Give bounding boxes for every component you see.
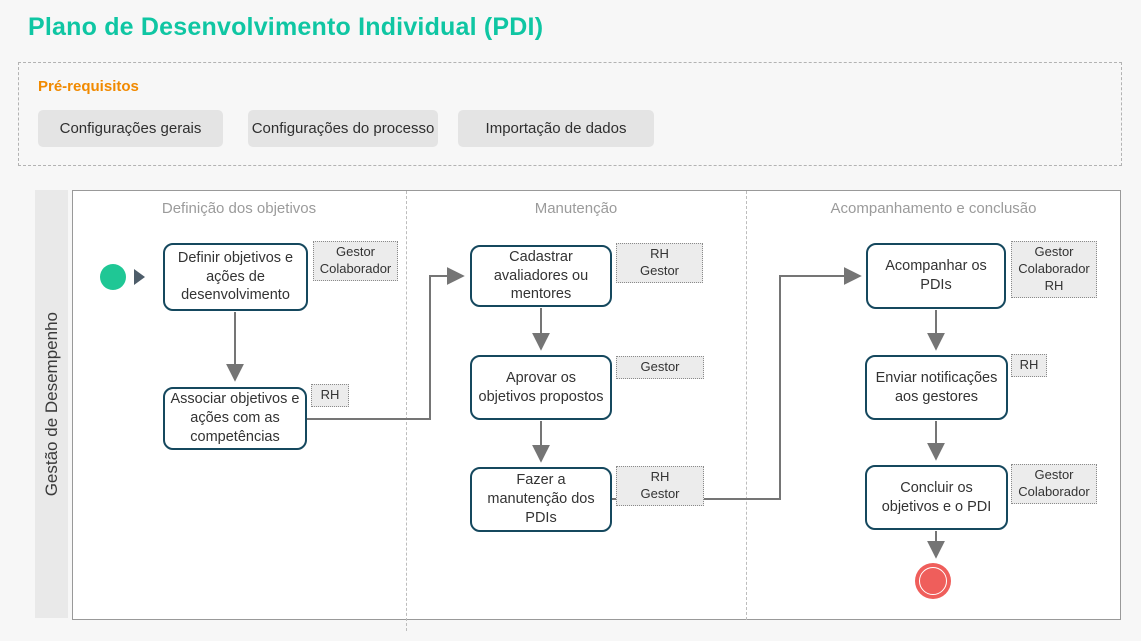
role-tag-manutencao: RH Gestor [616,466,704,506]
task-enviar-notificacoes[interactable]: Enviar notificações aos gestores [865,355,1008,420]
column-separator-1 [406,191,407,631]
column-header-acompanhamento: Acompanhamento e conclusão [830,200,1037,217]
lane-label: Gestão de Desempenho [41,311,61,497]
task-cadastrar-avaliadores[interactable]: Cadastrar avaliadores ou mentores [470,245,612,307]
end-node-ring [919,567,947,595]
prerequisites-panel [18,62,1122,166]
start-pointer-icon [134,269,145,285]
role-tag-aprovar: Gestor [616,356,704,379]
column-header-definicao: Definição dos objetivos [161,200,317,217]
prerequisites-label: Pré-requisitos [38,78,139,95]
task-concluir-objetivos[interactable]: Concluir os objetivos e o PDI [865,465,1008,530]
task-fazer-manutencao[interactable]: Fazer a manutenção dos PDIs [470,467,612,532]
task-definir-objetivos[interactable]: Definir objetivos e ações de desenvolvim… [163,243,308,311]
role-tag-associar: RH [311,384,349,407]
page-title: Plano de Desenvolvimento Individual (PDI… [28,13,544,41]
role-tag-cadastrar: RH Gestor [616,243,703,283]
role-tag-enviar: RH [1011,354,1047,377]
role-tag-concluir: Gestor Colaborador [1011,464,1097,504]
button-importacao-de-dados[interactable]: Importação de dados [458,110,654,147]
column-separator-2 [746,191,747,620]
column-header-manutencao: Manutenção [534,200,618,217]
role-tag-acompanhar: Gestor Colaborador RH [1011,241,1097,298]
start-node [100,264,126,290]
role-tag-definir: Gestor Colaborador [313,241,398,281]
task-associar-objetivos[interactable]: Associar objetivos e ações com as compet… [163,387,307,450]
lane-header: Gestão de Desempenho [35,190,68,618]
end-node [915,563,951,599]
task-aprovar-objetivos[interactable]: Aprovar os objetivos propostos [470,355,612,420]
button-configuracoes-gerais[interactable]: Configurações gerais [38,110,223,147]
task-acompanhar-pdis[interactable]: Acompanhar os PDIs [866,243,1006,309]
button-configuracoes-do-processo[interactable]: Configurações do processo [248,110,438,147]
